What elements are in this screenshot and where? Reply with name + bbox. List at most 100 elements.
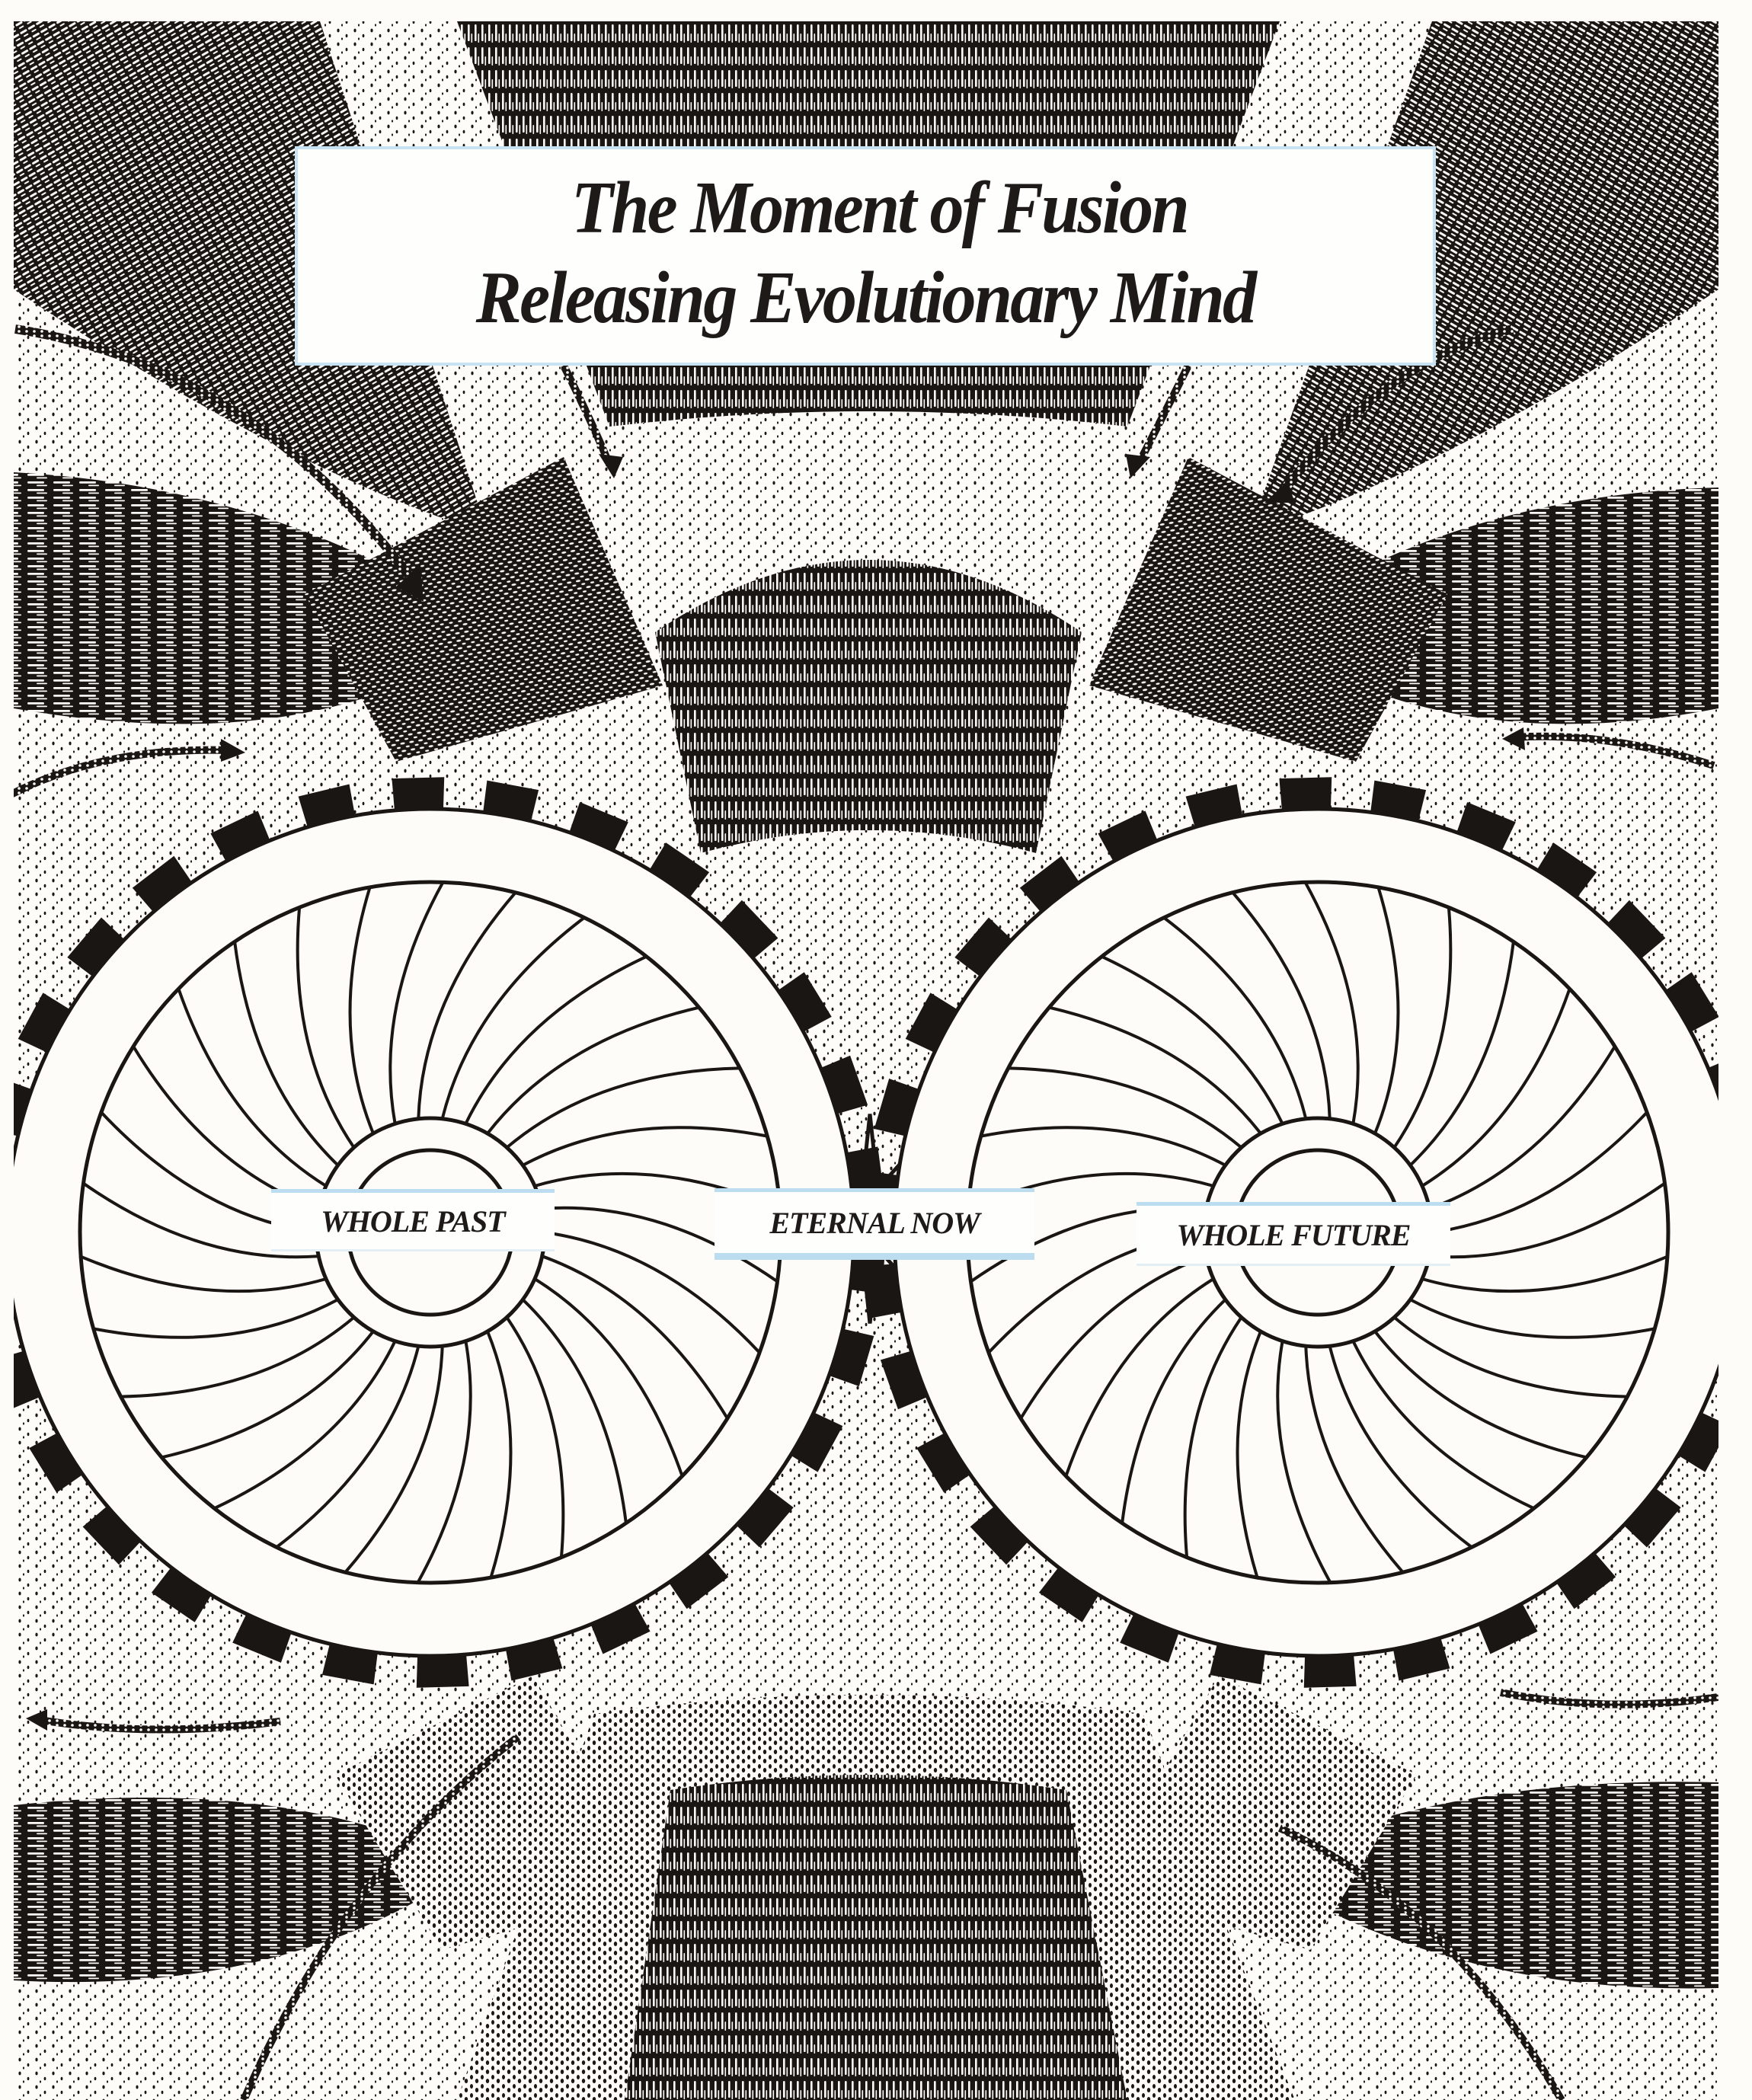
arc-lower-right xyxy=(1277,1824,1565,2100)
wheel-spoke xyxy=(533,1277,684,1477)
arrow-top-center-right xyxy=(1126,363,1192,478)
band-top-left xyxy=(14,21,488,533)
wheel-spoke xyxy=(348,887,375,1134)
wheel-spoke xyxy=(1351,1340,1535,1510)
gear-tooth xyxy=(232,1613,292,1663)
wheel-spoke xyxy=(486,1331,513,1578)
wheel-spoke xyxy=(1064,1277,1215,1477)
gear-tooth xyxy=(1185,784,1243,827)
arrows xyxy=(14,324,1718,2100)
wheel-spoke xyxy=(416,1341,472,1584)
wheel-spoke xyxy=(296,907,356,1149)
wheel-spoke xyxy=(1101,954,1284,1125)
gear-tooth xyxy=(1734,1146,1752,1200)
arc-lower-left xyxy=(240,1734,521,2100)
wheel-spoke xyxy=(233,941,340,1167)
wheel-spoke xyxy=(275,1345,420,1549)
wheel-spoke xyxy=(521,1298,628,1523)
wheel-spoke xyxy=(544,1231,761,1354)
wheel-spoke xyxy=(93,1298,339,1339)
gear-tooth xyxy=(483,780,539,821)
gear-tooth xyxy=(1555,1552,1616,1609)
gear-tooth xyxy=(1279,777,1332,810)
wheel-spoke xyxy=(177,988,328,1187)
wheel-spoke xyxy=(542,1206,778,1283)
wheel-spoke xyxy=(1328,1345,1473,1549)
gear-tooth xyxy=(1478,1603,1538,1654)
wheel-spoke xyxy=(522,1126,768,1167)
gear-tooth xyxy=(0,1171,11,1223)
gear-tooth xyxy=(778,972,832,1032)
gear-tooth xyxy=(1038,1567,1099,1622)
title-box: The Moment of Fusion Releasing Evolution… xyxy=(295,146,1436,366)
wheel-spoke xyxy=(1409,1298,1655,1339)
wheel-spoke xyxy=(417,891,517,1119)
wheel-spoke xyxy=(1421,988,1571,1187)
gear-tooth xyxy=(569,802,628,852)
wheel-spoke xyxy=(1431,1111,1648,1234)
gear-tooth xyxy=(1392,1638,1450,1681)
gear-tooth xyxy=(1456,802,1516,852)
wheel-spoke xyxy=(1162,916,1308,1120)
wheel-spoke xyxy=(82,1181,319,1259)
gear-tooth xyxy=(14,1350,40,1408)
gear-tooth xyxy=(1209,1644,1265,1685)
arrow-top-center-left xyxy=(560,363,623,478)
gear-tooth xyxy=(0,1264,14,1318)
whole-past-label: WHOLE PAST xyxy=(271,1189,555,1251)
wheel-spoke xyxy=(161,1330,375,1459)
wheel-spoke xyxy=(1183,1316,1243,1558)
gear-tooth xyxy=(416,1654,469,1688)
eternal-now-label: ETERNAL NOW xyxy=(715,1188,1034,1260)
gear-teeth xyxy=(862,777,1752,1688)
title-line-1: The Moment of Fusion xyxy=(571,167,1190,249)
wheel-spoke xyxy=(1429,1045,1616,1210)
band-lower-mid-right xyxy=(1097,1676,1417,1950)
wheel-spoke xyxy=(80,1255,327,1293)
gear-tooth xyxy=(954,917,1012,977)
gear-tooth xyxy=(14,1082,32,1136)
wheel-spoke xyxy=(486,1005,700,1135)
wheel-spoke xyxy=(120,1315,355,1398)
gear-tooth xyxy=(18,992,71,1053)
title-line-2: Releasing Evolutionary Mind xyxy=(475,257,1257,339)
wheel-spoke xyxy=(213,1340,397,1510)
gear-tooth xyxy=(82,1506,141,1565)
gear-tooth xyxy=(67,917,125,977)
gear-tooth xyxy=(916,1433,970,1493)
gear-tooth xyxy=(1738,1241,1752,1293)
gear-tooth xyxy=(321,1644,378,1685)
wheel-spoke xyxy=(1393,1315,1628,1398)
wheel-spoke xyxy=(1392,907,1453,1149)
wheel-spoke xyxy=(1231,891,1332,1119)
gear-tooth xyxy=(210,810,270,862)
gear-tooth xyxy=(590,1603,651,1654)
band-upper-mid-left xyxy=(305,457,663,762)
wheel-spoke xyxy=(1048,1005,1262,1135)
wheel-spoke xyxy=(388,881,445,1124)
arrow-bottom-left xyxy=(26,1709,281,1734)
wheel-spoke xyxy=(1421,1255,1668,1293)
band-lower-mid-left xyxy=(335,1676,655,1950)
arrow-top-right xyxy=(1264,324,1514,503)
band-upper-mid-right xyxy=(1089,457,1447,762)
arrow-top-left xyxy=(14,324,424,602)
gear-tooth xyxy=(1607,900,1666,959)
gear-tooth xyxy=(298,784,356,827)
gear-tooth xyxy=(1665,972,1718,1032)
band-center-dark-dome xyxy=(655,560,1082,853)
band-bottom-center-inner xyxy=(625,1775,1127,2100)
wheel-spoke xyxy=(1303,881,1360,1124)
wheel-spoke xyxy=(1373,887,1400,1134)
whole-future-label: WHOLE FUTURE xyxy=(1137,1202,1450,1266)
gear-tooth xyxy=(1120,1613,1179,1663)
gear-tooth xyxy=(1536,842,1597,898)
band-left-lower xyxy=(14,1798,472,1983)
wheel-spoke xyxy=(1276,1341,1332,1584)
wheel-spoke xyxy=(1304,1346,1405,1574)
wheel-spoke xyxy=(1429,1181,1666,1259)
wheel-spokes xyxy=(967,881,1668,1584)
gear-tooth xyxy=(1019,855,1080,913)
wheel-spoke xyxy=(1121,1298,1227,1523)
